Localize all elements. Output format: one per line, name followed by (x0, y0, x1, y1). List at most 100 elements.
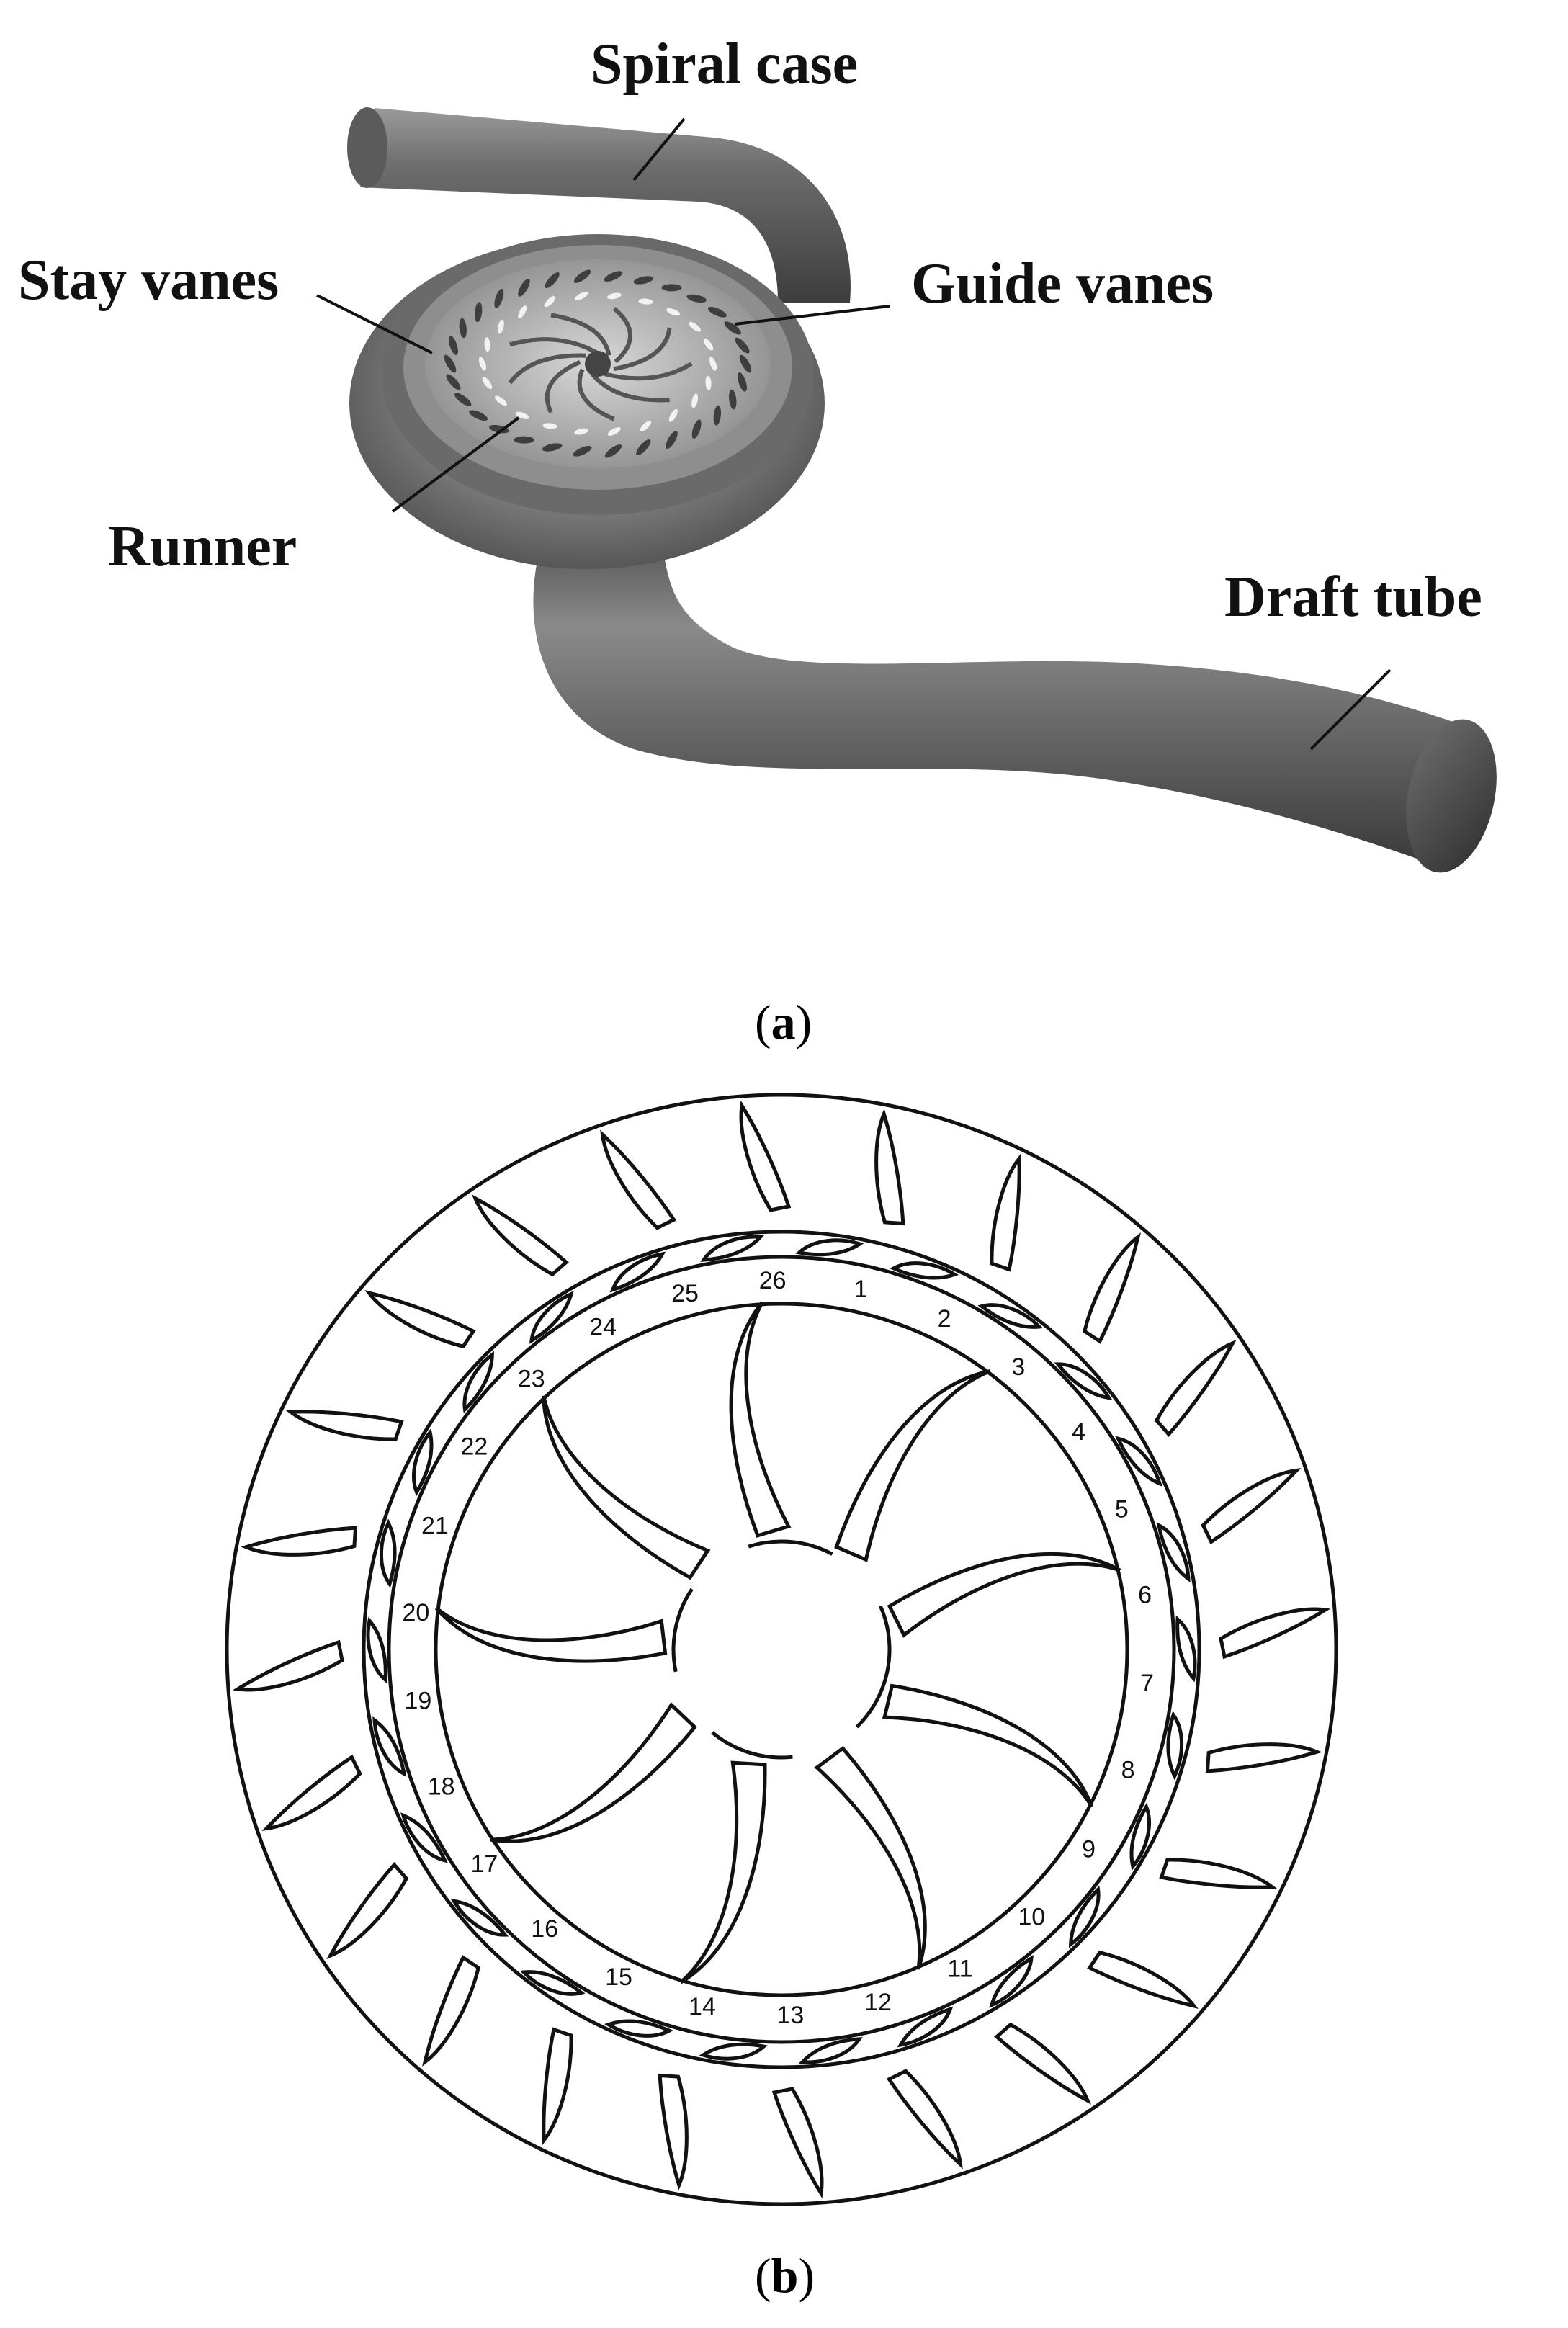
runner-blade (679, 1760, 767, 1984)
guide-vane-mark (640, 420, 652, 431)
stay-vane (886, 2069, 963, 2170)
runner-boundary-circle (434, 1302, 1129, 1997)
guide-vane-mark (705, 375, 712, 390)
stay-vane (326, 1862, 409, 1960)
guide-vane (450, 1899, 509, 1937)
stay-vane-mark (446, 374, 461, 390)
guide-vane (1175, 1615, 1197, 1683)
stay-vane-mark (518, 278, 530, 297)
stay-vane-mark (707, 306, 727, 318)
guide-vane-mark (518, 305, 527, 319)
guide-vane-mark (691, 393, 699, 408)
stay-vane (1082, 1232, 1141, 1344)
stay-vane (874, 1109, 905, 1226)
guide-vane-number: 15 (605, 1964, 632, 1991)
label-spiral-case: Spiral case (591, 32, 858, 96)
label-runner: Runner (108, 515, 297, 578)
guide-vane (366, 1616, 387, 1684)
leader-runner (391, 416, 520, 513)
stay-ring-outer-circle (362, 1230, 1201, 2069)
guide-vane-number: 5 (1115, 1496, 1129, 1523)
spiral-case (347, 107, 851, 303)
guide-vane-mark (638, 298, 653, 305)
stay-vane (1201, 1468, 1302, 1545)
runner-blade-set (434, 1301, 1121, 1984)
guide-vane (890, 1261, 959, 1280)
runner-hub-outline (671, 1539, 892, 1760)
label-draft-tube: Draft tube (1224, 565, 1482, 629)
guide-vane-number: 7 (1140, 1670, 1154, 1697)
stay-vane (542, 2027, 573, 2146)
stay-vane-mark (604, 271, 623, 282)
guide-vane-set (366, 1235, 1197, 2064)
guide-vane (699, 2042, 768, 2061)
stay-vane-mark (604, 444, 622, 458)
guide-vane-number: 25 (671, 1280, 699, 1307)
guide-vane-number: 26 (759, 1267, 787, 1294)
guide-vane-mark (606, 292, 622, 300)
stay-vane-mark (542, 443, 563, 452)
runner-blade-mark (508, 353, 586, 385)
runner-blade (542, 1395, 711, 1580)
runner-blade-mark (545, 359, 581, 413)
stay-vane-mark (661, 284, 682, 292)
guide-vane-number: 6 (1138, 1581, 1152, 1608)
runner-blade (729, 1301, 792, 1538)
guide-vane-mark (482, 377, 493, 390)
guide-vane-number: 14 (689, 1993, 716, 2020)
outer-casing-circle (225, 1093, 1338, 2206)
guide-vane-mark (668, 408, 678, 422)
runner-blade (490, 1702, 697, 1843)
stay-vane-mark (474, 302, 483, 323)
stay-vane (1154, 1339, 1237, 1437)
guide-vane (989, 1955, 1034, 2008)
stay-vane-mark (573, 269, 591, 283)
stay-vane (261, 1754, 362, 1831)
guide-vane (462, 1351, 494, 1414)
turbine-3d-model-panel: Spiral case Stay vanes Guide vanes Runne… (18, 32, 1497, 873)
guide-vane (1156, 1522, 1191, 1583)
leader-draft-tube (1309, 668, 1392, 751)
guide-vane-mark (575, 292, 588, 300)
guide-vane (798, 2037, 863, 2064)
leader-guide-vanes (734, 305, 890, 326)
stay-vane (232, 1639, 344, 1692)
runner-blade (434, 1606, 668, 1663)
stay-vane (285, 1410, 404, 1441)
guide-vane-number: 16 (531, 1915, 558, 1943)
stay-vane-mark (449, 336, 458, 356)
stay-vane (241, 1526, 358, 1557)
label-stay-vanes: Stay vanes (18, 249, 279, 312)
guide-vane-number: 3 (1011, 1353, 1025, 1381)
stay-vane (771, 2087, 824, 2199)
stay-vane-mark (666, 431, 678, 449)
guide-vane (529, 1291, 574, 1344)
guide-vane (1115, 1436, 1162, 1487)
runner-blade-mark (509, 337, 599, 355)
runner-blade-mark (612, 306, 632, 364)
guide-vane (1166, 1711, 1184, 1781)
runner-blade-mark (590, 372, 670, 403)
guide-vane (1054, 1362, 1113, 1400)
leader-lines (316, 117, 1392, 751)
runner-blade-mark (613, 327, 672, 372)
stay-vane-mark (494, 288, 504, 308)
runner-blade-mark (550, 313, 611, 356)
guide-vane-number: 18 (428, 1773, 455, 1800)
guide-vane-mark (607, 427, 621, 436)
guide-vane-mark (495, 395, 507, 406)
runner-blade (834, 1369, 991, 1562)
stay-vane (600, 1129, 677, 1230)
stay-vane (1205, 1742, 1322, 1773)
stay-vane-mark (713, 405, 722, 426)
guide-vane (519, 1970, 586, 1996)
runner-blade-mark (577, 368, 615, 421)
stay-vane-mark (454, 393, 472, 406)
runner-blade (882, 1683, 1094, 1808)
runner-blade (887, 1552, 1121, 1638)
guide-vane-mark (574, 428, 589, 435)
guide-vane-number: 20 (402, 1599, 429, 1626)
guide-vane (372, 1716, 407, 1777)
guide-vane (1069, 1885, 1101, 1948)
stay-vane-mark (469, 410, 488, 421)
